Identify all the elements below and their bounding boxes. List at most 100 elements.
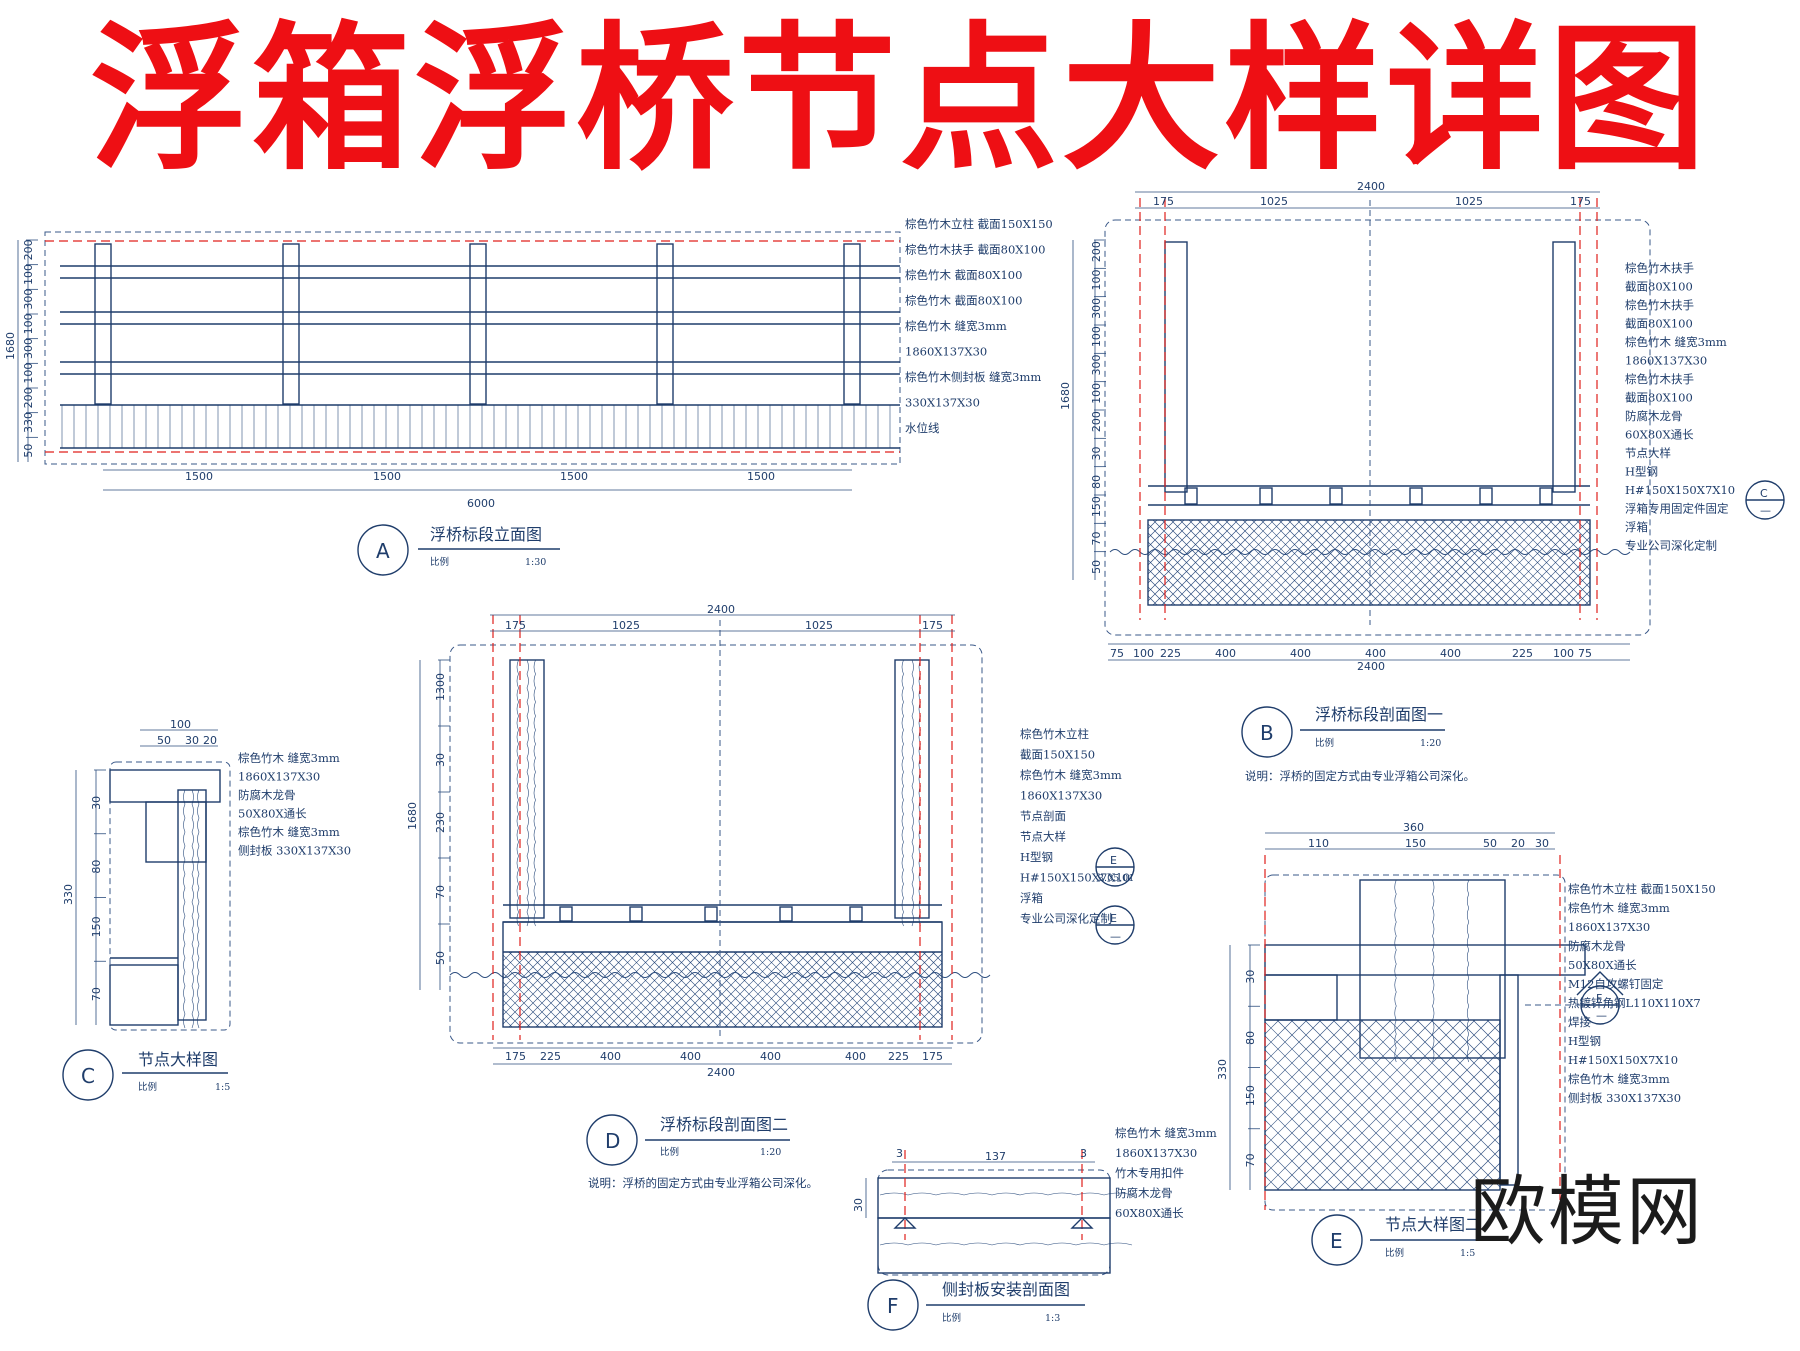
note-e-8: H型钢 [1568, 1034, 1601, 1048]
note-e-6: 热镀锌角钢L110X110X7 [1568, 996, 1701, 1010]
note-b-1: 截面80X100 [1625, 280, 1693, 294]
view-b-title: 浮桥标段剖面图一 [1315, 705, 1443, 724]
view-f-letter: F [887, 1294, 899, 1318]
dim-f-top-3: 3 [1080, 1147, 1087, 1160]
note-a-1: 棕色竹木扶手 截面80X100 [905, 243, 1045, 257]
note-d-8: 浮箱 [1020, 891, 1043, 905]
view-f-scale-label: 比例 [942, 1312, 961, 1324]
view-e-letter: E [1330, 1229, 1343, 1253]
dim-b-bottom-6: 400 [1440, 647, 1461, 660]
dim-b-top-4: 175 [1570, 195, 1591, 208]
note-c-2: 防腐木龙骨 [238, 788, 296, 802]
note-b-13: 浮箱专用固定件固定 [1625, 502, 1729, 516]
drawing-title: 浮箱浮桥节点大样详图 [90, 7, 1710, 192]
dim-f-top-2: 137 [985, 1150, 1006, 1163]
dim-d-top-1: 175 [505, 619, 526, 632]
note-e-3: 防腐木龙骨 [1568, 939, 1626, 953]
view-b-section: 2400 175 1025 1025 175 1680 200100300100… [1059, 180, 1785, 783]
dim-b-bottom-2: 225 [1160, 647, 1181, 660]
view-d-title: 浮桥标段剖面图二 [660, 1115, 788, 1134]
dim-c-left-2: 150 [90, 916, 103, 937]
view-b-marker [1241, 706, 1293, 758]
dim-c-total-top: 100 [170, 718, 191, 731]
dim-d-bottom-0: 175 [505, 1050, 526, 1063]
dim-b-left-11: 50 [1090, 560, 1103, 574]
dim-d-bottom-5: 400 [845, 1050, 866, 1063]
dim-d-bottom-6: 225 [888, 1050, 909, 1063]
dim-e-height: 330 [1216, 1059, 1229, 1080]
note-d-3: 1860X137X30 [1020, 789, 1102, 803]
dim-a-left-3: 100 [22, 313, 35, 334]
dim-b-bottom-9: 75 [1578, 647, 1592, 660]
watermark-logo: 欧模网 [1470, 1167, 1704, 1256]
note-e-7: 焊接 [1568, 1015, 1591, 1029]
dim-d-top-3: 1025 [805, 619, 833, 632]
dim-a-left-7: 330 [22, 412, 35, 433]
dim-e-top-2: 150 [1405, 837, 1426, 850]
note-c-5: 侧封板 330X137X30 [238, 844, 351, 858]
dim-b-left-5: 100 [1090, 383, 1103, 404]
note-b-5: 1860X137X30 [1625, 354, 1707, 368]
view-a-marker [357, 524, 409, 576]
dim-b-bottom-3: 400 [1215, 647, 1236, 660]
note-d-6: H型钢 [1020, 850, 1053, 864]
note-b-3: 截面80X100 [1625, 317, 1693, 331]
note-c-0: 棕色竹木 缝宽3mm [238, 751, 340, 765]
note-b-15: 专业公司深化定制 [1625, 539, 1717, 553]
view-c-marker [62, 1049, 114, 1101]
note-c-1: 1860X137X30 [238, 770, 320, 784]
view-c-scale-label: 比例 [138, 1081, 157, 1093]
note-b-9: 60X80X通长 [1625, 428, 1694, 442]
dim-b-left-7: 30 [1090, 447, 1103, 461]
note-a-2: 棕色竹木 截面80X100 [905, 268, 1022, 282]
dim-b-left-6: 200 [1090, 411, 1103, 432]
view-d-scale: 1:20 [760, 1147, 781, 1158]
view-b-scale: 1:20 [1420, 738, 1441, 749]
dim-e-top-1: 110 [1308, 837, 1329, 850]
view-a-scale: 1:30 [525, 557, 546, 568]
note-d-1: 截面150X150 [1020, 748, 1095, 762]
callout-f-marker [1576, 971, 1624, 996]
callout-e2-sub: — [1110, 930, 1121, 943]
dim-a-left-5: 100 [22, 363, 35, 384]
note-e-9: H#150X150X7X10 [1568, 1053, 1678, 1067]
dim-a-left-2: 300 [22, 289, 35, 310]
dim-a-total: 6000 [467, 497, 495, 510]
dim-c-height: 330 [62, 884, 75, 905]
view-d-section: 2400 175 1025 1025 175 1680 130030230705… [406, 603, 1135, 1190]
note-b-10: 节点大样 [1625, 446, 1671, 460]
view-e-marker [1311, 1214, 1363, 1266]
note-d-2: 棕色竹木 缝宽3mm [1020, 768, 1122, 782]
note-b-12: H#150X150X7X10 [1625, 483, 1735, 497]
dim-d-bottom-3: 400 [680, 1050, 701, 1063]
view-c-title: 节点大样图 [138, 1050, 218, 1069]
callout-f-letter: F [1596, 992, 1602, 1005]
view-d-marker [586, 1114, 638, 1166]
dim-b-bottom-1: 100 [1133, 647, 1154, 660]
view-d-scale-label: 比例 [660, 1146, 679, 1158]
dim-b-total-top: 2400 [1357, 180, 1385, 193]
dim-c-top-1: 50 [157, 734, 171, 747]
dim-b-left-3: 100 [1090, 326, 1103, 347]
view-b-scale-label: 比例 [1315, 737, 1334, 749]
note-e-4: 50X80X通长 [1568, 958, 1637, 972]
dim-d-left-0: 1300 [434, 673, 447, 701]
dim-a-height: 1680 [4, 332, 17, 360]
dim-b-left-1: 100 [1090, 270, 1103, 291]
note-d-4: 节点剖面 [1020, 809, 1066, 823]
note-f-0: 棕色竹木 缝宽3mm [1115, 1126, 1217, 1140]
note-d-9: 专业公司深化定制 [1020, 912, 1112, 926]
callout-e1-letter: E [1110, 854, 1117, 867]
callout-f-sub: — [1596, 1009, 1607, 1022]
note-e-11: 侧封板 330X137X30 [1568, 1091, 1681, 1105]
dim-d-left-4: 50 [434, 951, 447, 965]
note-e-1: 棕色竹木 缝宽3mm [1568, 901, 1670, 915]
